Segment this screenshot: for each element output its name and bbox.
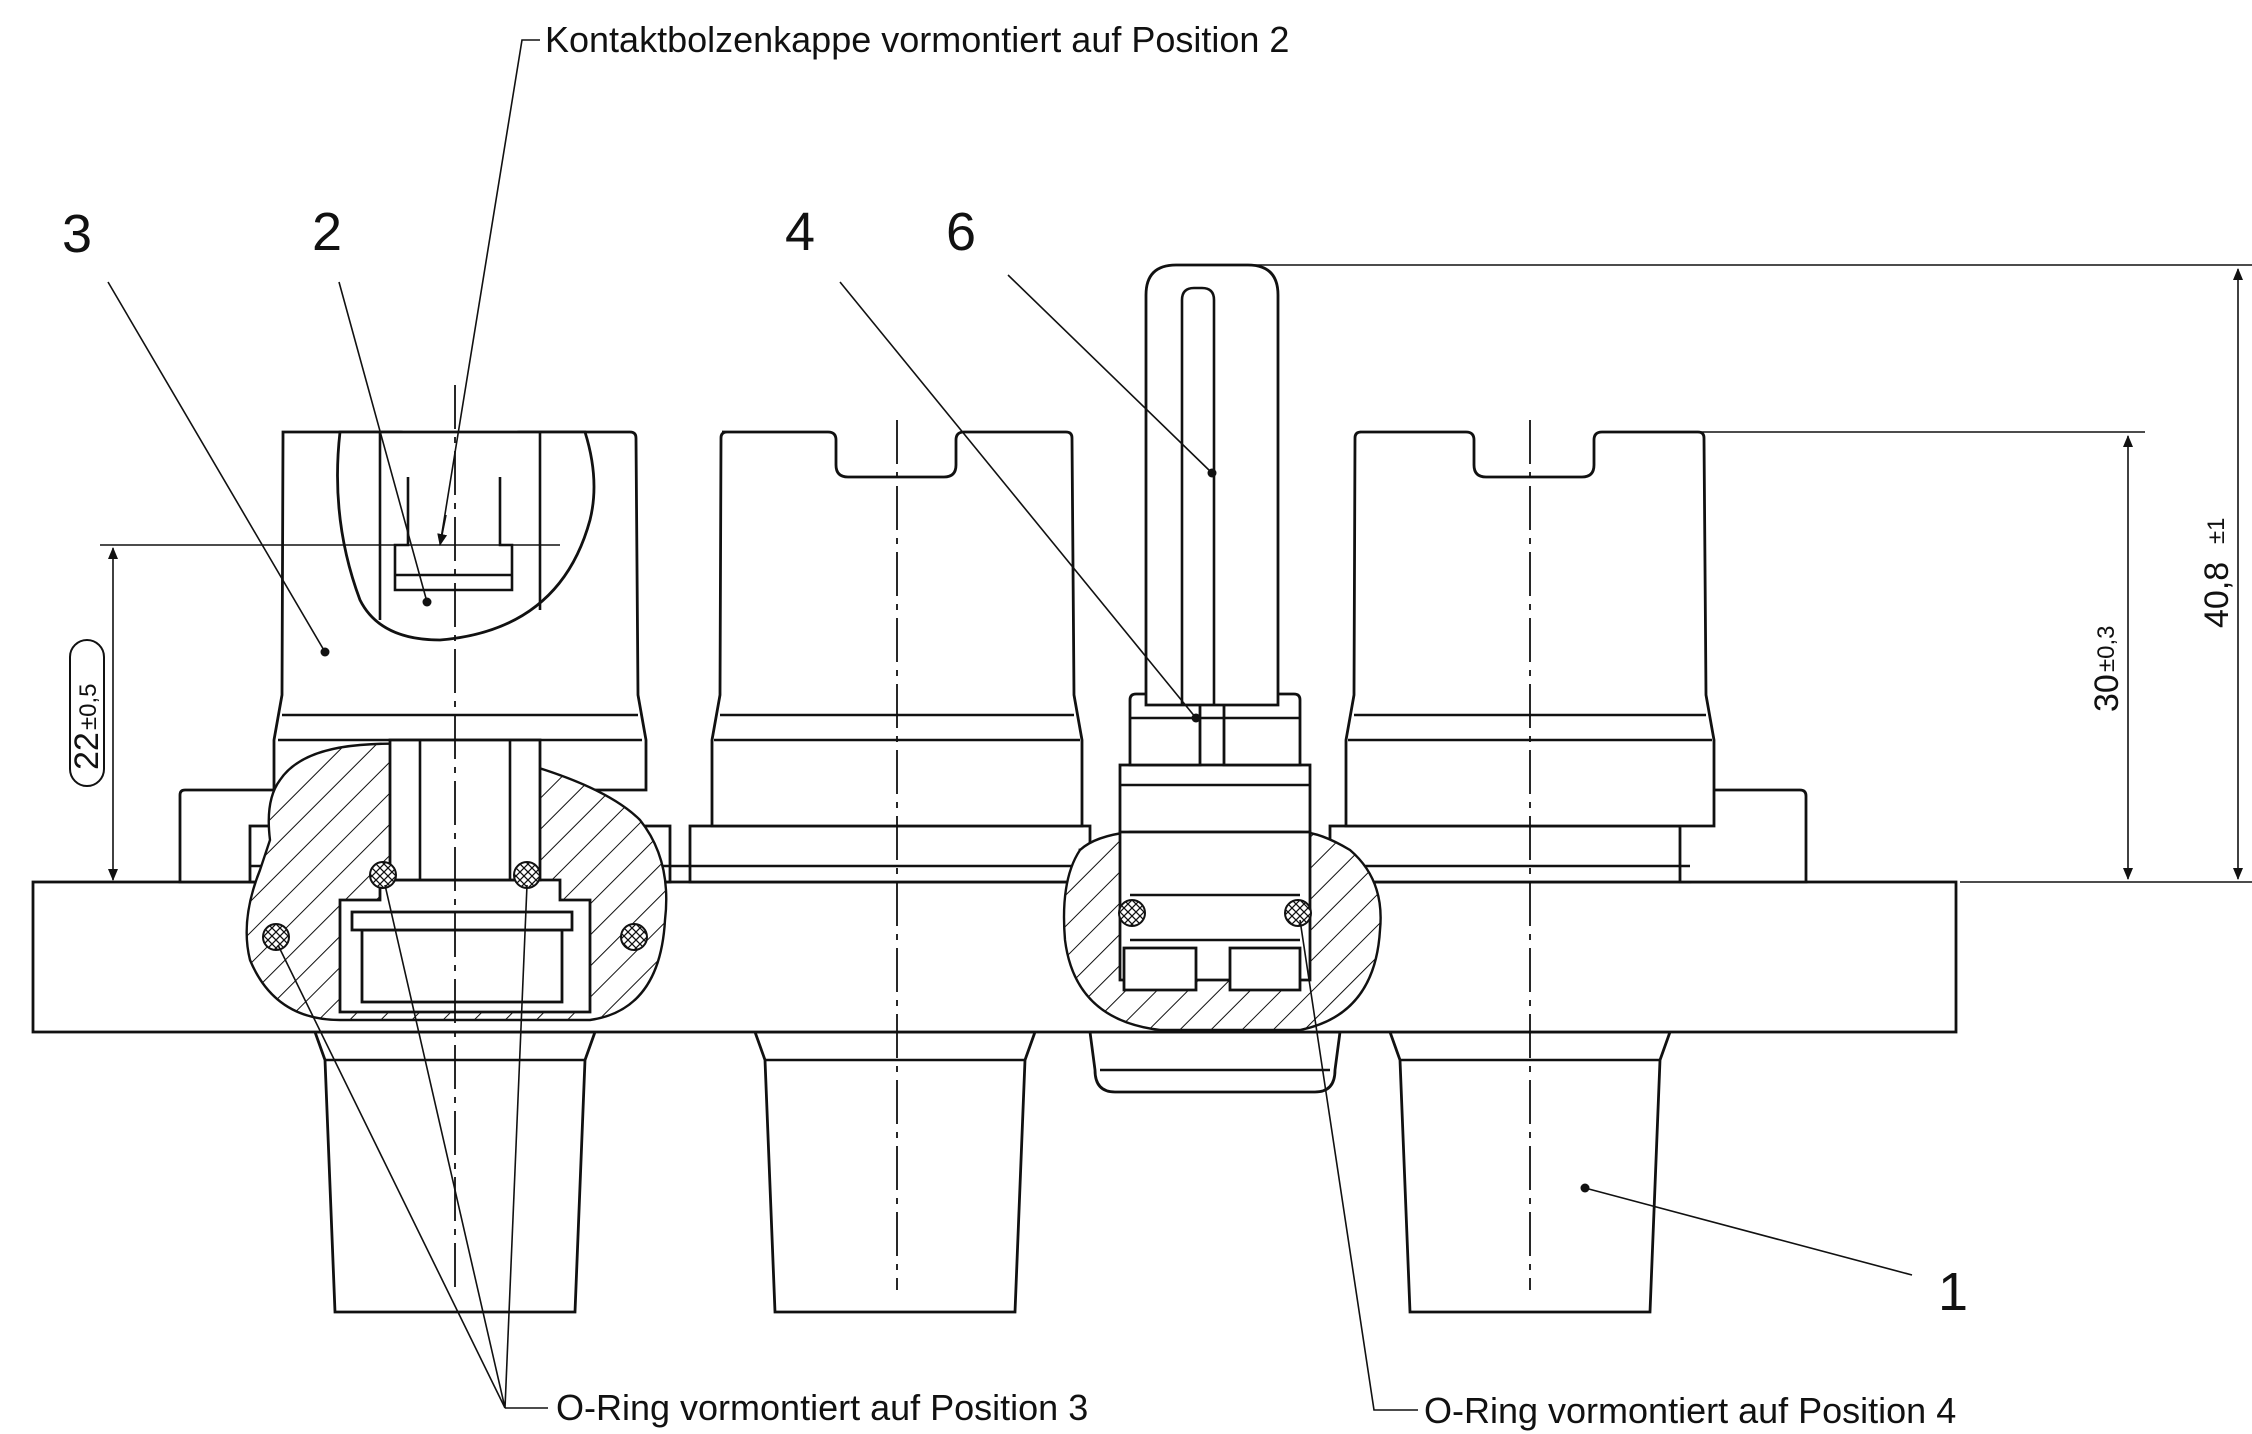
dimension-22: 22 ±0,5: [68, 544, 560, 881]
leader-lines: [107, 39, 1913, 1411]
position-3-label: 3: [62, 204, 92, 264]
callout-oring-position-4: O-Ring vormontiert auf Position 4: [1424, 1390, 1956, 1431]
callout-oring-position-3: O-Ring vormontiert auf Position 3: [556, 1387, 1088, 1428]
lower-connector-middle: [753, 1030, 1037, 1314]
position-labels: 3 2 4 6 1: [62, 202, 1968, 1322]
section-right: [1062, 830, 1382, 1032]
dimension-40-8: 40,8 ±1: [1250, 264, 2252, 883]
position-1-label: 1: [1938, 1262, 1968, 1322]
callout-texts: Kontaktbolzenkappe vormontiert auf Posit…: [545, 19, 1956, 1431]
callout-contact-cap: Kontaktbolzenkappe vormontiert auf Posit…: [545, 19, 1289, 60]
bottom-bulge: [1088, 1030, 1342, 1094]
cutaway-top-left: [336, 430, 596, 642]
contact-pin: [1144, 263, 1280, 707]
dimension-40-8-tolerance: ±1: [2203, 517, 2230, 544]
position-2-label: 2: [312, 202, 342, 262]
dimension-30: 30 ±0,3: [1600, 431, 2145, 880]
position-4-label: 4: [785, 202, 815, 262]
dimension-30-value: 30: [2088, 674, 2126, 712]
dimension-22-value: 22: [68, 732, 106, 770]
dimension-30-tolerance: ±0,3: [2093, 625, 2120, 672]
dimension-22-tolerance: ±0,5: [75, 683, 102, 730]
center-lines: [454, 385, 1531, 1290]
section-left: [245, 738, 668, 1022]
dimension-40-8-value: 40,8: [2198, 562, 2236, 628]
position-6-label: 6: [946, 202, 976, 262]
